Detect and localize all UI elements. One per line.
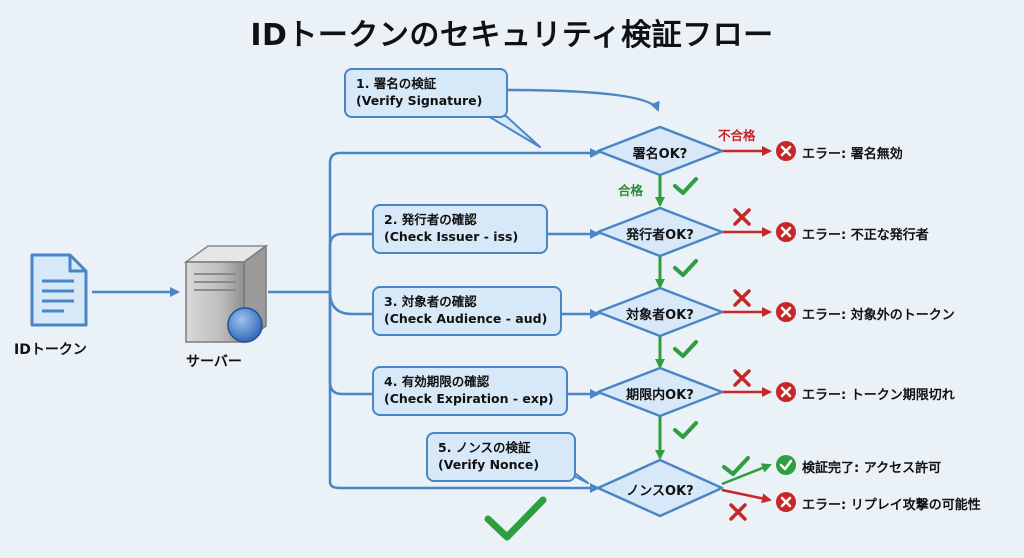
step-title: 1. 署名の検証: [356, 76, 437, 91]
step-box-issuer: 2. 発行者の確認 (Check Issuer - iss): [372, 204, 548, 254]
step-title: 3. 対象者の確認: [384, 294, 477, 309]
document-icon: [30, 253, 88, 327]
id-token-label: IDトークン: [14, 342, 87, 358]
server-icon: [183, 244, 269, 344]
page-title: IDトークンのセキュリティ検証フロー: [250, 18, 774, 53]
x-icons: [729, 208, 751, 521]
step-box-audience: 3. 対象者の確認 (Check Audience - aud): [372, 286, 562, 336]
result-error-issuer: エラー: 不正な発行者: [802, 228, 929, 243]
step-title: 4. 有効期限の確認: [384, 374, 490, 389]
decision-signature: 署名OK?: [632, 147, 688, 162]
step-subtitle: (Check Issuer - iss): [384, 229, 519, 244]
server-trunk-lines: [268, 148, 600, 493]
result-error-signature: エラー: 署名無効: [802, 147, 903, 162]
fail-label: 不合格: [718, 128, 756, 143]
check-icons: [484, 177, 750, 541]
step-box-signature: 1. 署名の検証 (Verify Signature): [344, 68, 508, 118]
success-arrow: [721, 463, 772, 486]
step-box-expiration: 4. 有効期限の確認 (Check Expiration - exp): [372, 366, 568, 416]
decision-issuer: 発行者OK?: [626, 228, 694, 243]
step-subtitle: (Verify Signature): [356, 93, 483, 108]
decision-audience: 対象者OK?: [626, 308, 694, 323]
server-label: サーバー: [186, 354, 242, 370]
step-box-nonce: 5. ノンスの検証 (Verify Nonce): [426, 432, 576, 482]
pass-label: 合格: [618, 183, 644, 198]
step-title: 5. ノンスの検証: [438, 440, 531, 455]
result-error-audience: エラー: 対象外のトークン: [802, 308, 955, 323]
decision-diamonds: [596, 125, 724, 518]
error-circle-icons: [776, 141, 796, 512]
result-error-nonce: エラー: リプレイ攻撃の可能性: [802, 498, 981, 513]
step-subtitle: (Check Audience - aud): [384, 311, 548, 326]
step-title: 2. 発行者の確認: [384, 212, 477, 227]
success-circle-icon: [776, 455, 796, 475]
result-error-expiration: エラー: トークン期限切れ: [802, 388, 955, 403]
step-subtitle: (Check Expiration - exp): [384, 391, 554, 406]
decision-expiration: 期限内OK?: [626, 388, 694, 403]
step-subtitle: (Verify Nonce): [438, 457, 540, 472]
decision-nonce: ノンスOK?: [626, 484, 694, 499]
result-success: 検証完了: アクセス許可: [802, 461, 942, 476]
fail-arrows: [721, 146, 772, 504]
